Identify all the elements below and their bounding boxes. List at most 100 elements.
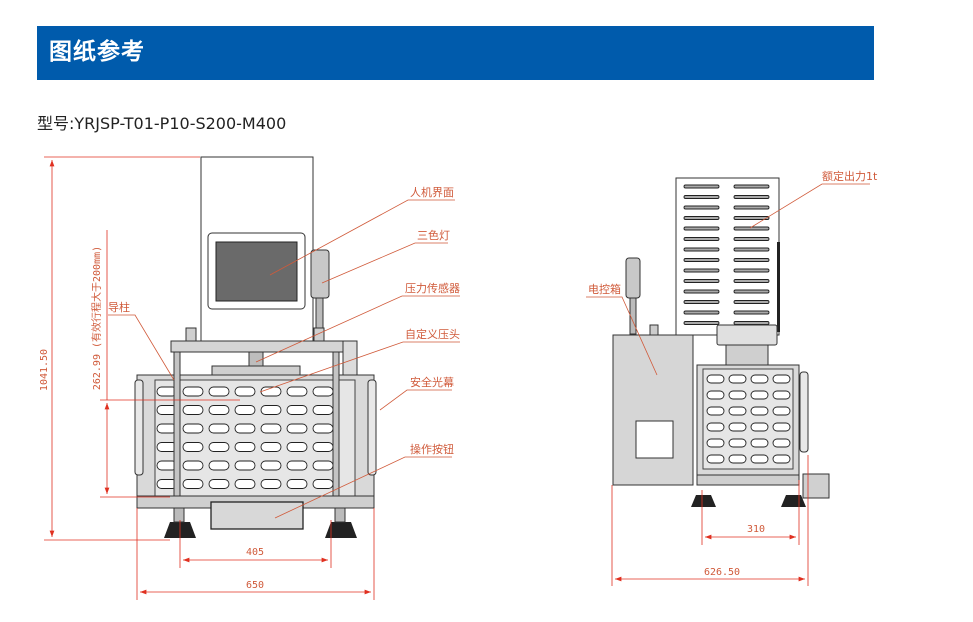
slot — [683, 184, 720, 189]
dim-overall-depth: 626.50 — [704, 567, 740, 578]
callout-hmi: 人机界面 — [410, 185, 454, 199]
slot — [706, 374, 725, 384]
slot — [683, 205, 720, 210]
slot — [728, 390, 747, 400]
guide-pillar-right — [332, 351, 340, 503]
slot — [182, 405, 204, 415]
slot — [706, 390, 725, 400]
slot — [772, 390, 791, 400]
slot — [733, 216, 770, 220]
slot — [733, 195, 770, 199]
callout-control-box: 电控箱 — [588, 282, 621, 296]
slot — [733, 289, 770, 294]
slot — [312, 460, 334, 471]
slot — [260, 442, 282, 452]
section-header-bar: 图纸参考 — [37, 26, 874, 80]
slot — [234, 386, 256, 397]
slot — [260, 423, 282, 434]
slot — [683, 216, 720, 220]
slot — [208, 386, 230, 397]
slot — [728, 374, 747, 384]
side-dimension-lines — [611, 455, 809, 586]
slot — [706, 422, 725, 432]
slot — [733, 247, 770, 252]
slot — [733, 205, 770, 210]
slot — [733, 237, 770, 241]
dim-overall-width: 650 — [246, 580, 264, 591]
light-curtain-right — [367, 379, 377, 476]
side-callout-leaders — [586, 183, 870, 376]
top-plate — [170, 340, 344, 353]
callout-operation-buttons: 操作按钮 — [410, 442, 454, 456]
side-tower-light — [625, 257, 641, 299]
dim-overall-height: 1041.50 — [39, 349, 50, 391]
slot — [733, 258, 770, 262]
callout-light-curtain: 安全光幕 — [410, 375, 454, 389]
callout-tower-light: 三色灯 — [417, 228, 450, 242]
guide-pillar-left — [173, 351, 181, 503]
slot — [312, 386, 334, 397]
slot — [234, 442, 256, 452]
slot — [733, 268, 770, 273]
slot — [733, 300, 770, 304]
dim-stroke: 262.99 (有效行程大于200mm) — [90, 246, 103, 390]
slot — [260, 479, 282, 489]
light-curtain-left — [134, 379, 144, 476]
callout-guide-pillar: 导柱 — [108, 300, 130, 314]
slot — [286, 423, 308, 434]
slot — [683, 226, 720, 231]
slot — [772, 422, 791, 432]
slot — [728, 406, 747, 416]
slot — [772, 438, 791, 448]
slot — [728, 422, 747, 432]
slot — [286, 405, 308, 415]
slot — [312, 423, 334, 434]
slot — [683, 268, 720, 273]
slot — [683, 300, 720, 304]
slot — [260, 460, 282, 471]
side-light-curtain — [799, 371, 809, 453]
slot — [683, 279, 720, 283]
slot — [683, 310, 720, 315]
slot — [683, 258, 720, 262]
slot — [208, 460, 230, 471]
slot — [728, 438, 747, 448]
dim-foot-span-front: 405 — [246, 547, 264, 558]
pressure-sensor — [248, 351, 264, 367]
model-value: YRJSP-T01-P10-S200-M400 — [74, 114, 287, 133]
slot — [683, 289, 720, 294]
slot — [750, 438, 769, 448]
slot — [683, 247, 720, 252]
side-slot-grid — [706, 374, 791, 464]
slot — [234, 460, 256, 471]
slot — [683, 321, 720, 325]
slot — [286, 442, 308, 452]
slot — [312, 442, 334, 452]
front-callout-leaders — [108, 199, 460, 519]
front-dimension-lines — [44, 156, 375, 600]
slot — [286, 479, 308, 489]
slot — [286, 460, 308, 471]
slot — [260, 405, 282, 415]
control-box-window — [635, 420, 674, 459]
callout-rated-output: 额定出力1t — [822, 169, 878, 183]
slot — [208, 405, 230, 415]
foot-right — [325, 522, 357, 538]
slot — [182, 386, 204, 397]
slot — [234, 405, 256, 415]
callout-pressure-sensor: 压力传感器 — [405, 282, 460, 295]
side-top-slot-grid — [683, 184, 770, 325]
slot — [208, 442, 230, 452]
slot — [706, 406, 725, 416]
front-slot-grid — [156, 386, 334, 489]
slot — [182, 479, 204, 489]
slot — [182, 442, 204, 452]
dim-foot-span-side: 310 — [747, 524, 765, 535]
slot — [683, 195, 720, 199]
slot — [750, 406, 769, 416]
hmi-screen — [215, 241, 298, 302]
side-top-housing — [675, 177, 780, 336]
slot — [772, 374, 791, 384]
slot — [750, 390, 769, 400]
